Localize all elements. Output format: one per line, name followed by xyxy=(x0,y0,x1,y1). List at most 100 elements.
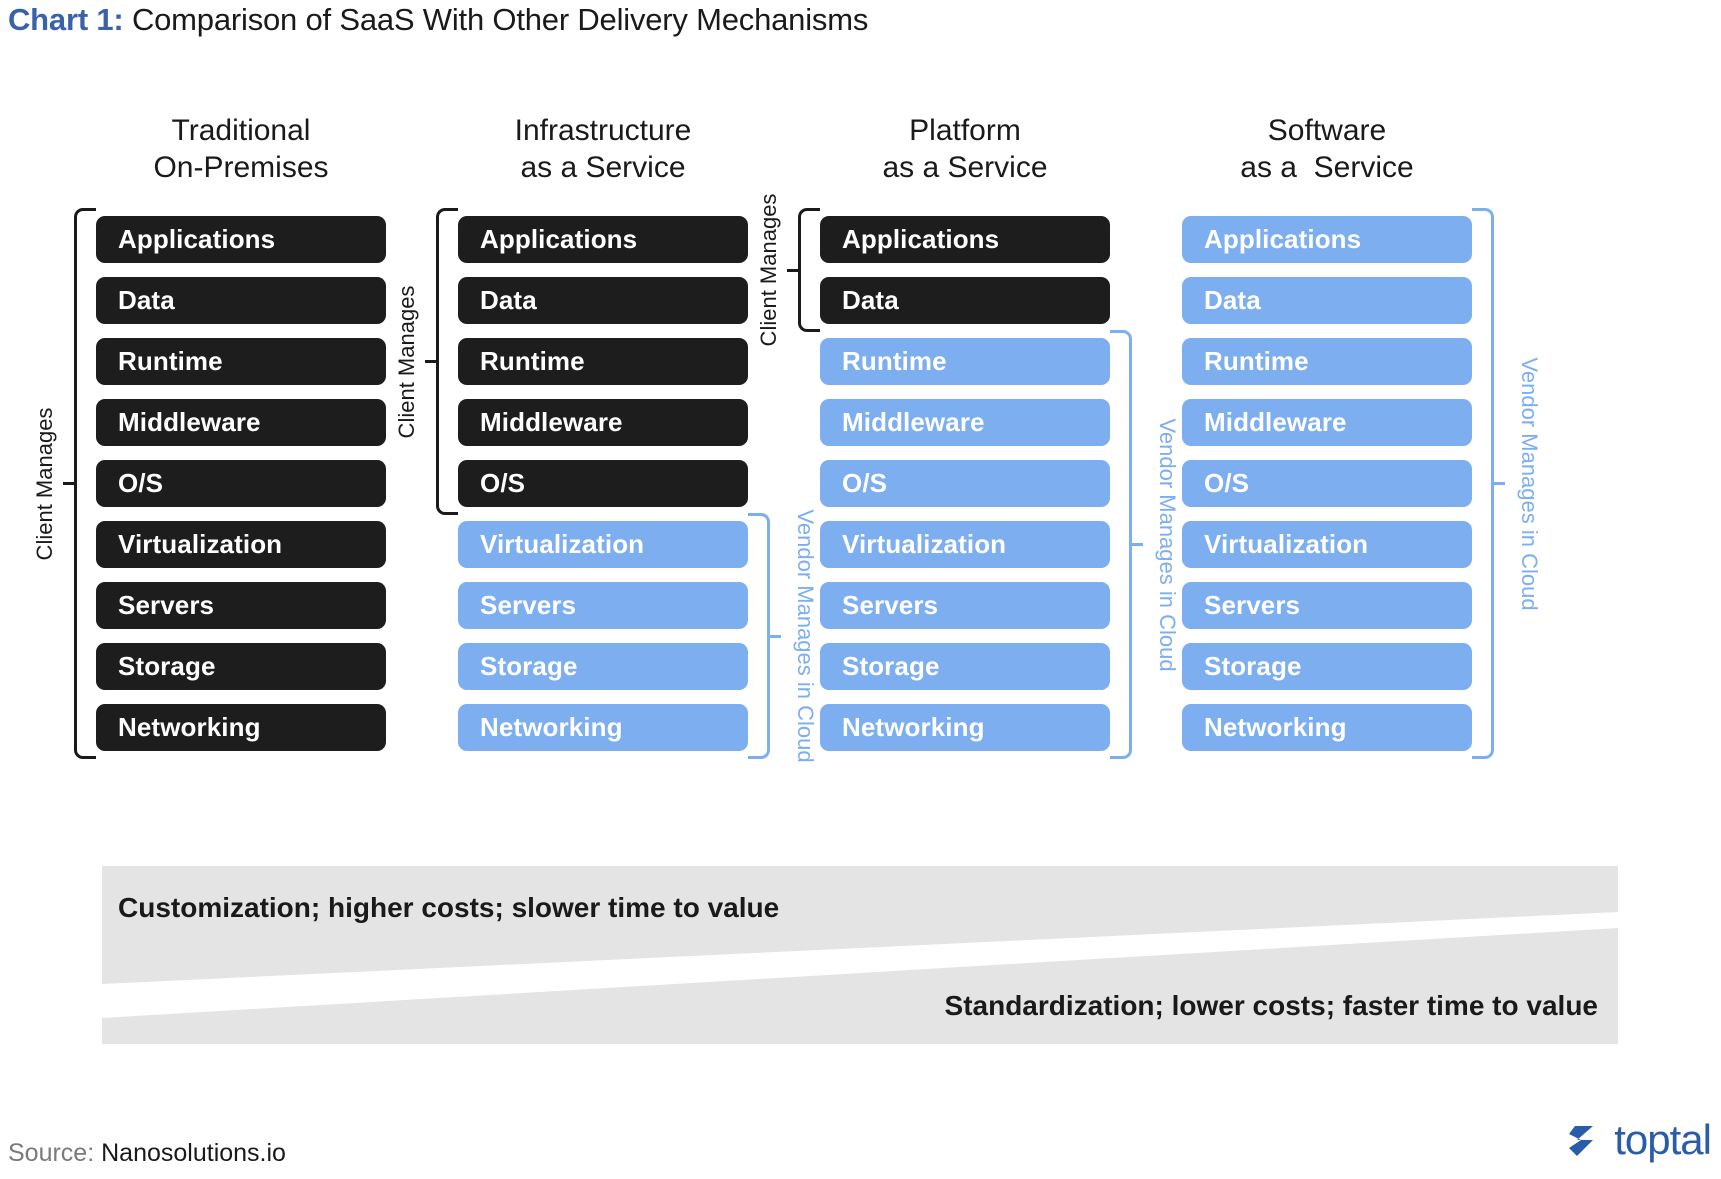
stack-layer[interactable]: Runtime xyxy=(458,338,748,385)
stack-layer-label: Storage xyxy=(118,651,216,681)
stack-layer-label: Storage xyxy=(480,651,578,681)
chart-number-label: Chart 1: xyxy=(8,2,124,37)
bracket-tick xyxy=(1129,543,1143,546)
source-attribution: Source: Nanosolutions.io xyxy=(8,1139,286,1168)
stack-layer-label: Networking xyxy=(1204,712,1347,742)
vendor-manages-label: Vendor Manages in Cloud xyxy=(1517,356,1542,611)
vendor-manages-bracket xyxy=(748,513,781,759)
vendor-manages-label: Vendor Manages in Cloud xyxy=(1155,417,1180,672)
wedge-top-shape xyxy=(102,866,1618,984)
stack-layer-label: Data xyxy=(480,285,537,315)
bracket-tick xyxy=(63,482,77,485)
client-manages-label: Client Manages xyxy=(32,407,57,560)
column-header-line2: as a Service xyxy=(882,151,1048,184)
stack-layer-label: Data xyxy=(118,285,175,315)
stack-layer[interactable]: O/S xyxy=(820,460,1110,507)
stack-layer[interactable]: Middleware xyxy=(1182,399,1472,446)
column-header-line2: as a Service xyxy=(1240,151,1414,184)
column-header-2: Infrastructure as a Service xyxy=(443,112,763,186)
stack-layer-label: O/S xyxy=(842,468,888,498)
stack-layer[interactable]: Applications xyxy=(1182,216,1472,263)
stack-layer[interactable]: Data xyxy=(820,277,1110,324)
stack-layer-label: Middleware xyxy=(842,407,985,437)
stack-layer[interactable]: Middleware xyxy=(96,399,386,446)
stack-layer[interactable]: Applications xyxy=(96,216,386,263)
stack-layer[interactable]: Middleware xyxy=(820,399,1110,446)
column-header-line1: Traditional xyxy=(171,114,311,147)
stack-layer[interactable]: Networking xyxy=(458,704,748,751)
stack-layer[interactable]: Virtualization xyxy=(96,521,386,568)
stack-layer-label: Applications xyxy=(842,224,1000,254)
column-header-line2: as a Service xyxy=(520,151,686,184)
stack-layer[interactable]: Servers xyxy=(820,582,1110,629)
stack-layer[interactable]: Virtualization xyxy=(1182,521,1472,568)
stack-layer-label: Storage xyxy=(842,651,940,681)
stack-layer-label: O/S xyxy=(480,468,526,498)
column-header-4: Software as a Service xyxy=(1167,112,1487,186)
stack-layer-label: Applications xyxy=(480,224,638,254)
stack-layer[interactable]: Storage xyxy=(820,643,1110,690)
stack-layer-label: Virtualization xyxy=(1204,529,1369,559)
stack-layer-label: Applications xyxy=(118,224,276,254)
stack-layer-label: Servers xyxy=(480,590,577,620)
bracket-tick xyxy=(425,360,439,363)
toptal-chevron-icon xyxy=(1569,1126,1594,1156)
stack-layer[interactable]: Data xyxy=(96,277,386,324)
stack-layer[interactable]: Storage xyxy=(458,643,748,690)
stack-layer[interactable]: Virtualization xyxy=(820,521,1110,568)
column-header-line2: On-Premises xyxy=(153,151,329,184)
stack-layer[interactable]: Runtime xyxy=(820,338,1110,385)
stack-layer[interactable]: Applications xyxy=(820,216,1110,263)
stack-layer[interactable]: Servers xyxy=(1182,582,1472,629)
stack-layer-label: Runtime xyxy=(842,346,947,376)
stack-layer[interactable]: Data xyxy=(458,277,748,324)
bracket-tick xyxy=(787,268,801,272)
stack-layer[interactable]: O/S xyxy=(96,460,386,507)
stack-layer-label: Servers xyxy=(1204,590,1301,620)
stack-layer[interactable]: Virtualization xyxy=(458,521,748,568)
source-value: Nanosolutions.io xyxy=(101,1139,286,1167)
stack-layer[interactable]: Storage xyxy=(96,643,386,690)
source-label: Source: xyxy=(8,1139,95,1167)
stack-layer-label: Servers xyxy=(842,590,939,620)
stack-layer[interactable]: Networking xyxy=(820,704,1110,751)
stack-layer[interactable]: O/S xyxy=(1182,460,1472,507)
stack-layer-label: Runtime xyxy=(1204,346,1309,376)
wedge-bottom-shape xyxy=(102,928,1618,1044)
standardization-message: Standardization; lower costs; faster tim… xyxy=(944,990,1598,1021)
client-manages-bracket xyxy=(425,208,458,515)
stack-layer[interactable]: O/S xyxy=(458,460,748,507)
stack-layer[interactable]: Applications xyxy=(458,216,748,263)
stack-layer-label: Virtualization xyxy=(480,529,645,559)
stack-layer-label: Data xyxy=(842,285,899,315)
stack-layer[interactable]: Runtime xyxy=(96,338,386,385)
stack-layer[interactable]: Servers xyxy=(458,582,748,629)
stack-layer-label: Storage xyxy=(1204,651,1302,681)
wedge-shapes xyxy=(102,866,1618,1044)
vendor-manages-bracket xyxy=(1110,330,1143,759)
stack-layer[interactable]: Servers xyxy=(96,582,386,629)
stack-layer[interactable]: Data xyxy=(1182,277,1472,324)
customization-message: Customization; higher costs; slower time… xyxy=(118,892,780,923)
column-header-line1: Software xyxy=(1267,114,1387,147)
chart-title-text: Comparison of SaaS With Other Delivery M… xyxy=(131,2,869,37)
stack-layer[interactable]: Middleware xyxy=(458,399,748,446)
page-title: Chart 1: Comparison of SaaS With Other D… xyxy=(8,2,868,38)
client-manages-bracket xyxy=(787,208,820,332)
column-header-line1: Infrastructure xyxy=(514,114,692,147)
bracket-tick xyxy=(767,634,781,638)
stack-layer-label: Servers xyxy=(118,590,215,620)
stack-layer-label: Applications xyxy=(1204,224,1362,254)
stack-layer-label: Data xyxy=(1204,285,1261,315)
stack-layer-label: Networking xyxy=(480,712,623,742)
stack-layer[interactable]: Runtime xyxy=(1182,338,1472,385)
stack-layer-label: Networking xyxy=(118,712,261,742)
stack-layer[interactable]: Storage xyxy=(1182,643,1472,690)
stack-layer[interactable]: Networking xyxy=(96,704,386,751)
stack-layer-label: Middleware xyxy=(1204,407,1347,437)
stack-layer[interactable]: Networking xyxy=(1182,704,1472,751)
stack-layer-label: Middleware xyxy=(118,407,261,437)
stack-layer-label: Middleware xyxy=(480,407,623,437)
